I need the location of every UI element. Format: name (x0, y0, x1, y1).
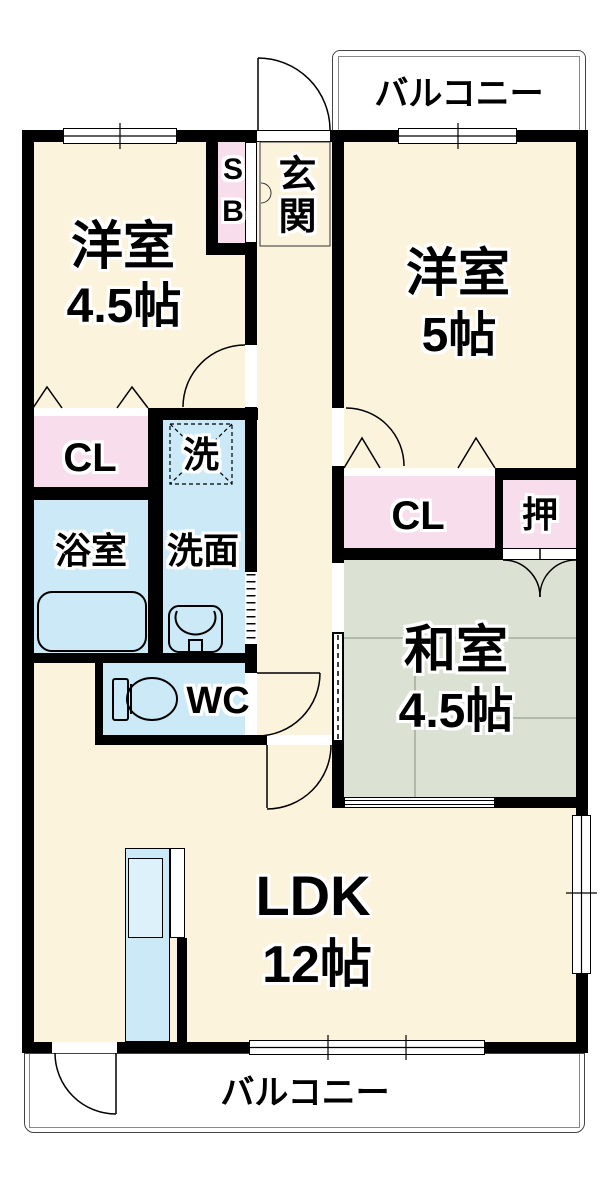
window-western1 (63, 128, 177, 144)
japanese-room-area (344, 560, 576, 797)
washroom-door-opening (245, 572, 257, 644)
wall-wc-bottom (95, 735, 344, 745)
wall-closet-left-bottom (22, 487, 163, 500)
closet-left-area (34, 414, 148, 487)
oshiire-area (503, 480, 576, 548)
window-ldk-bottom (249, 1040, 485, 1055)
balcony-bottom-inner-line (29, 1054, 580, 1128)
kitchen-sink (128, 858, 163, 938)
western2-name-label: 洋室 (405, 245, 511, 303)
closet-left-label: CL (63, 436, 117, 480)
balcony-top-inner-line (338, 56, 580, 132)
balcony-top (332, 50, 586, 133)
oshiire-door-opening (503, 548, 576, 560)
shoebox-label-b: B (222, 195, 244, 228)
toilet-label: WC (186, 680, 250, 722)
oshiire-label: 押 (521, 494, 559, 535)
balcony-top-label: バルコニー (374, 75, 544, 113)
closet-left-opening (34, 408, 148, 416)
western2-size-label: 5帖 (421, 309, 497, 362)
wall-shoebox-left (206, 130, 218, 243)
wall-corridor-left (245, 255, 257, 745)
balcony-bottom (24, 1053, 585, 1133)
japanese-room-opening (332, 563, 344, 632)
wall-closet-right-bottom (332, 548, 503, 560)
wall-bath-divider (148, 500, 163, 653)
bathroom-area (34, 500, 148, 653)
entrance-label: 玄関 (272, 154, 314, 238)
balcony-door-opening (52, 1042, 117, 1053)
wc-door-opening (245, 673, 257, 735)
wall-bath-bottom (22, 653, 257, 663)
wall-closet-left-right (148, 408, 163, 500)
window-ldk-right (572, 815, 591, 974)
laundry-label: 洗 (182, 434, 220, 475)
entrance-door-arc (257, 57, 331, 131)
ldk-size-label: 12帖 (262, 936, 372, 994)
bathroom-label: 浴室 (54, 530, 128, 571)
kitchen-side-panel (170, 848, 185, 938)
washroom-label: 洗面 (166, 530, 240, 571)
shoebox-area (218, 142, 248, 243)
wall-kitchen-stub (177, 938, 187, 1042)
japanese-sliding-door-bottom (344, 797, 495, 808)
western2-door-opening (332, 408, 344, 466)
balcony-bottom-label: バルコニー (220, 1074, 390, 1112)
wall-left (22, 130, 34, 1053)
western1-size-label: 4.5帖 (66, 280, 182, 333)
wall-shoebox-bottom (206, 243, 257, 255)
shoebox-label-s: S (222, 153, 244, 186)
wall-western2-bottom-right (495, 468, 576, 480)
japanese-name-label: 和室 (403, 622, 509, 680)
japanese-size-label: 4.5帖 (398, 685, 514, 738)
wall-washroom-top (148, 408, 258, 420)
ldk-door-opening (267, 735, 332, 745)
closet-right-label: CL (391, 494, 445, 538)
ldk-name-label: LDK (255, 864, 371, 927)
western1-name-label: 洋室 (70, 218, 176, 276)
wall-wc-left (95, 663, 103, 735)
japanese-sliding-door-left (334, 634, 342, 740)
shoebox-door (245, 142, 257, 243)
wall-closet-oshiire-divider (495, 468, 503, 548)
closet-right-area (344, 475, 495, 548)
closet-right-opening (344, 468, 495, 476)
window-western2 (398, 128, 517, 144)
western1-door-opening (245, 345, 257, 407)
entrance-door-opening (257, 130, 330, 142)
